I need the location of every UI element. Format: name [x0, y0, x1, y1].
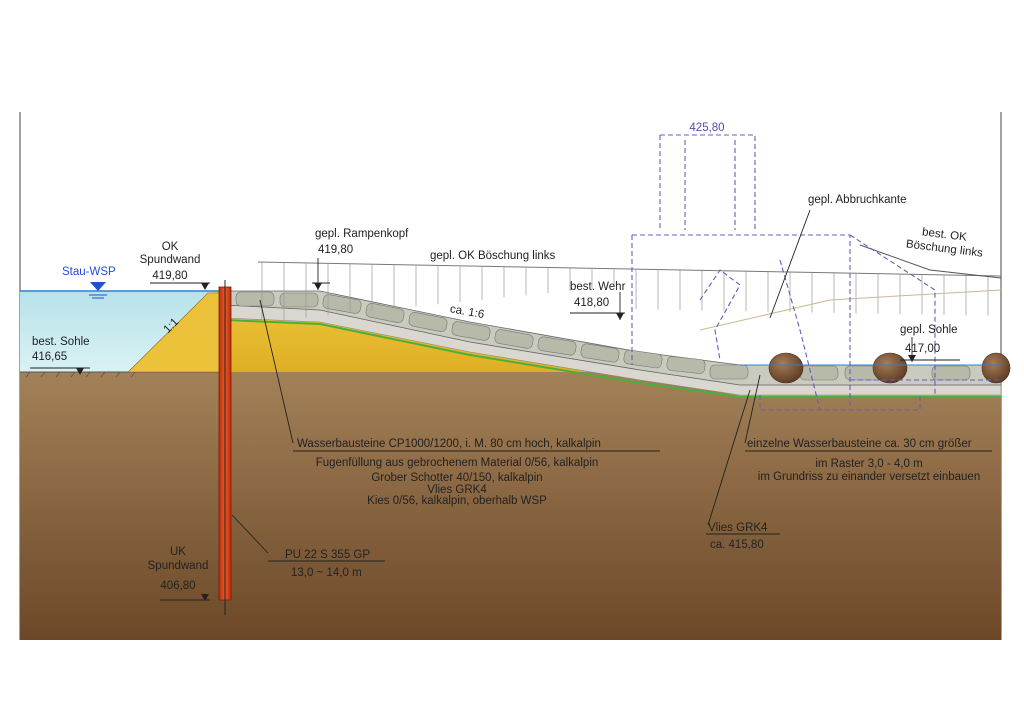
vlies-right-line1: Vlies GRK4	[708, 522, 768, 534]
riprap-stones	[235, 291, 971, 381]
sheet-pile-type-line2: 13,0 ~ 14,0 m	[291, 567, 362, 579]
best-sohle-left-line1: best. Sohle	[32, 336, 90, 348]
gepl-abbruchkante-label: gepl. Abbruchkante	[808, 194, 906, 206]
material-line-2: Grober Schotter 40/150, kalkalpin	[371, 472, 542, 484]
gepl-ok-boeschung-links-label: gepl. OK Böschung links	[430, 250, 556, 262]
ok-spundwand-line2: Spundwand	[140, 254, 201, 266]
gepl-sohle-value: 417,00	[905, 343, 940, 355]
elevation-arrow-icon	[76, 283, 916, 601]
gepl-sohle-line1: gepl. Sohle	[900, 324, 958, 336]
material-block: Wasserbausteine CP1000/1200, i. M. 80 cm…	[293, 438, 660, 507]
material-line-0: Wasserbausteine CP1000/1200, i. M. 80 cm…	[297, 438, 601, 450]
best-ok-boeschung-line	[859, 244, 1002, 279]
best-wehr-line1: best. Wehr	[570, 281, 626, 293]
best-wehr-value: 418,80	[574, 297, 609, 309]
material-line-3: Vlies GRK4	[427, 484, 487, 496]
ground-hatch	[25, 371, 136, 378]
slope-ramp-label: ca. 1:6	[449, 303, 485, 321]
best-ok-boeschung-line2: Böschung links	[905, 238, 983, 259]
ok-spundwand-line1: OK	[162, 241, 179, 253]
existing-terrain-line	[699, 289, 1002, 331]
gepl-rampenkopf-value: 419,80	[318, 244, 353, 256]
ok-spundwand-value: 419,80	[152, 270, 187, 282]
water-level-triangle-icon	[89, 282, 107, 299]
elev-top-label: 425,80	[689, 122, 724, 134]
boulder-3	[981, 352, 1011, 384]
best-ok-boeschung-line1: best. OK	[921, 226, 967, 243]
boulder-block: einzelne Wasserbausteine ca. 30 cm größe…	[745, 438, 992, 483]
boulder-line-1: im Raster 3,0 - 4,0 m	[815, 458, 922, 470]
stau-wsp-label: Stau-WSP	[62, 266, 116, 278]
boulder-line-2: im Grundriss zu einander versetzt einbau…	[758, 471, 980, 483]
uk-spundwand-line1: UK	[170, 546, 186, 558]
fleece-line	[224, 319, 1001, 398]
boulder-line-0: einzelne Wasserbausteine ca. 30 cm größe…	[747, 438, 972, 450]
vlies-right-value: ca. 415,80	[710, 539, 764, 551]
boulders	[768, 352, 1011, 384]
uk-spundwand-value: 406,80	[160, 580, 195, 592]
sheet-pile-type-line1: PU 22 S 355 GP	[285, 549, 370, 561]
slope-hatch	[261, 262, 989, 323]
uk-spundwand-line2: Spundwand	[148, 560, 209, 572]
gepl-ok-boeschung-line	[257, 261, 1002, 277]
boulder-1	[768, 352, 804, 384]
best-sohle-left-value: 416,65	[32, 351, 67, 363]
soil-layer	[20, 372, 1001, 640]
boulder-2	[872, 352, 908, 384]
gepl-rampenkopf-line1: gepl. Rampenkopf	[315, 228, 409, 240]
material-line-4: Kies 0/56, kalkalpin, oberhalb WSP	[367, 495, 547, 507]
material-line-1: Fugenfüllung aus gebrochenem Material 0/…	[316, 457, 599, 469]
